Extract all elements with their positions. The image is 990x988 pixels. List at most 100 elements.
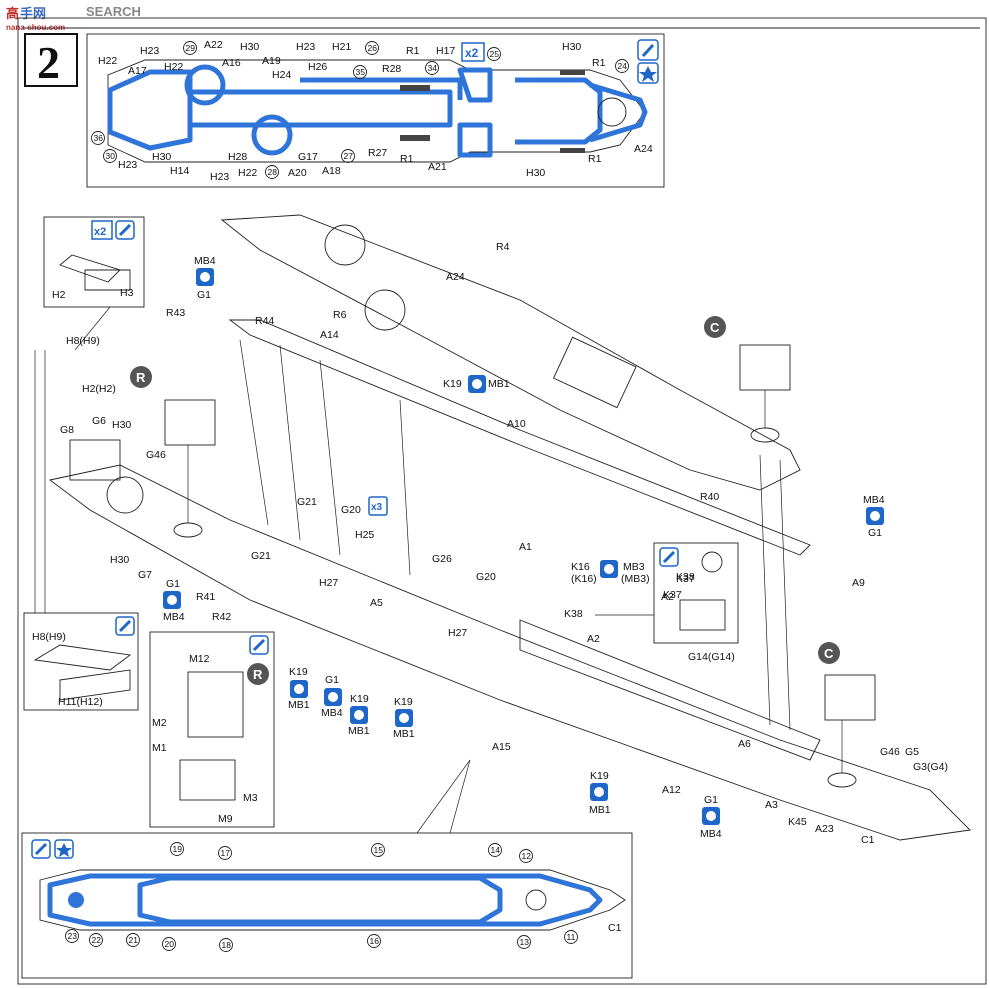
callout-number: 25 [487, 47, 501, 61]
svg-text:H30: H30 [240, 41, 259, 53]
svg-text:K19: K19 [350, 693, 369, 705]
callout-number: 34 [425, 61, 439, 75]
svg-text:H8(H9): H8(H9) [66, 335, 100, 347]
callout-number: 35 [353, 65, 367, 79]
svg-text:K37: K37 [663, 589, 682, 601]
bottom-hull-panel: 19 17 15 14 12 23 22 21 20 18 16 13 11 C… [21, 759, 633, 979]
svg-text:MB1: MB1 [393, 728, 415, 740]
svg-text:R1: R1 [406, 45, 420, 57]
callout-number: 30 [103, 149, 117, 163]
circle-letter-icon: C [704, 316, 726, 338]
svg-text:H26: H26 [308, 61, 327, 73]
callout-number: 22 [89, 933, 103, 947]
decal-badge-icon [395, 709, 413, 727]
svg-text:A14: A14 [320, 329, 339, 341]
svg-text:G26: G26 [432, 553, 452, 565]
paint-brush-icon [115, 220, 135, 240]
paint-brush-icon [31, 839, 51, 859]
decal-badge-icon [866, 507, 884, 525]
callout-number: 17 [218, 846, 232, 860]
page-frame [17, 17, 987, 985]
svg-text:14: 14 [491, 845, 501, 855]
svg-text:A21: A21 [428, 161, 447, 173]
callout-number: 26 [365, 41, 379, 55]
upper-deck-part [220, 214, 801, 491]
svg-text:K45: K45 [788, 816, 807, 828]
svg-text:R41: R41 [196, 591, 215, 603]
svg-text:29: 29 [186, 43, 196, 53]
svg-text:高: 高 [6, 6, 19, 21]
star-icon [637, 62, 659, 84]
svg-text:M1: M1 [152, 742, 167, 754]
hull-part [48, 464, 971, 841]
svg-text:x2: x2 [94, 226, 106, 238]
callout-number: 24 [615, 59, 629, 73]
svg-text:30: 30 [106, 151, 116, 161]
top-panel-circled-numbers: 29 26 35 34 25 24 36 30 28 27 [91, 41, 629, 179]
svg-text:A5: A5 [370, 597, 383, 609]
paint-brush-icon [115, 616, 135, 636]
svg-text:36: 36 [94, 133, 104, 143]
svg-text:H22: H22 [238, 167, 257, 179]
svg-text:A2: A2 [661, 591, 674, 603]
svg-text:A2: A2 [587, 633, 600, 645]
svg-text:H23: H23 [140, 45, 159, 57]
insert-h2-h3: x2 H2 H3 [43, 216, 145, 308]
paint-brush-icon [637, 39, 659, 61]
svg-text:25: 25 [490, 49, 500, 59]
svg-text:K19: K19 [289, 666, 308, 678]
insert-turret-m-parts: R M12 M2 M1 M3 M9 [149, 631, 275, 828]
svg-text:17: 17 [221, 848, 231, 858]
svg-text:11: 11 [567, 932, 576, 942]
turret-r [164, 399, 216, 538]
svg-text:MB3: MB3 [623, 561, 645, 573]
decal-badge-icon [590, 783, 608, 801]
watermark: 高 手网 SEARCH nana-shou.com [6, 4, 141, 32]
svg-text:x3: x3 [371, 502, 383, 513]
callout-number: 18 [219, 938, 233, 952]
svg-text:18: 18 [222, 940, 232, 950]
a10-r40-part [228, 319, 811, 556]
svg-text:H2: H2 [52, 289, 66, 301]
top-deck-panel: H22 A17 H23 H22 A22 A16 H30 A19 H24 H23 … [86, 33, 665, 188]
svg-text:H30: H30 [152, 151, 171, 163]
svg-text:H27: H27 [319, 577, 338, 589]
decal-badge-icon [702, 807, 720, 825]
step-number-box: 2 [24, 33, 78, 88]
svg-text:23: 23 [68, 931, 78, 941]
svg-text:R27: R27 [368, 147, 387, 159]
paint-area-bow [107, 69, 193, 151]
turret-ring-1 [184, 64, 226, 106]
svg-text:G6: G6 [92, 415, 106, 427]
svg-text:MB1: MB1 [589, 804, 611, 816]
svg-text:G17: G17 [298, 151, 318, 163]
svg-text:M2: M2 [152, 717, 167, 729]
svg-text:MB1: MB1 [488, 378, 510, 390]
svg-text:H22: H22 [98, 55, 117, 67]
svg-text:H3: H3 [120, 287, 134, 299]
svg-text:K16: K16 [571, 561, 590, 573]
turret-c-lower [824, 674, 876, 788]
svg-text:手网: 手网 [20, 6, 46, 21]
svg-text:A24: A24 [446, 271, 465, 283]
turret-ring-2 [251, 114, 293, 156]
paint-brush-icon [659, 547, 679, 567]
svg-text:A17: A17 [128, 65, 147, 77]
svg-text:H30: H30 [562, 41, 581, 53]
quantity-badge-small: x3 [368, 496, 388, 516]
svg-text:20: 20 [165, 939, 175, 949]
decal-badge-icon [324, 688, 342, 706]
svg-text:H27: H27 [448, 627, 467, 639]
svg-text:R6: R6 [333, 309, 347, 321]
decal-badge-icon [163, 591, 181, 609]
svg-text:M12: M12 [189, 653, 210, 665]
svg-text:H30: H30 [526, 167, 545, 179]
callout-number: 20 [162, 937, 176, 951]
svg-text:K19: K19 [590, 770, 609, 782]
callout-number: 29 [183, 41, 197, 55]
svg-text:K19: K19 [443, 378, 462, 390]
svg-text:G8: G8 [60, 424, 74, 436]
svg-text:H24: H24 [272, 69, 291, 81]
svg-text:G20: G20 [341, 504, 361, 516]
top-panel-labels: H22 A17 H23 H22 A22 A16 H30 A19 H24 H23 … [98, 39, 653, 183]
